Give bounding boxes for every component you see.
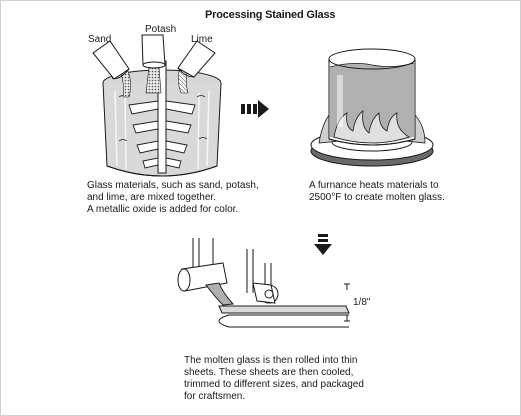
mixing-vessel [92, 34, 222, 177]
caption-line: for craftsmen. [184, 391, 246, 402]
caption-mixing: Glass materials, such as sand, potash, a… [87, 180, 259, 216]
caption-line: A metallic oxide is added for color. [87, 204, 239, 215]
caption-furnace: A furnance heats materials to 2500°F to … [309, 180, 445, 204]
caption-line: trimmed to different sizes, and packaged [184, 379, 364, 390]
caption-line: and lime, are mixed together. [87, 192, 216, 203]
caption-line: The molten glass is then rolled into thi… [184, 355, 358, 366]
diagram-title: Processing Stained Glass [205, 9, 336, 21]
caption-line: Glass materials, such as sand, potash, [87, 180, 259, 191]
rolling-machine [177, 238, 350, 328]
label-potash: Potash [145, 24, 177, 35]
caption-rolling: The molten glass is then rolled into thi… [184, 355, 364, 403]
caption-line: sheets. These sheets are then cooled, [184, 367, 354, 378]
label-lime: Lime [191, 34, 213, 45]
label-sand: Sand [88, 34, 112, 45]
thickness-label: 1/8" [353, 297, 371, 308]
caption-line: 2500°F to create molten glass. [309, 192, 445, 203]
right-arrow-icon [241, 100, 269, 118]
furnace [310, 48, 434, 167]
down-arrow-icon [314, 234, 332, 255]
caption-line: A furnance heats materials to [309, 180, 439, 191]
